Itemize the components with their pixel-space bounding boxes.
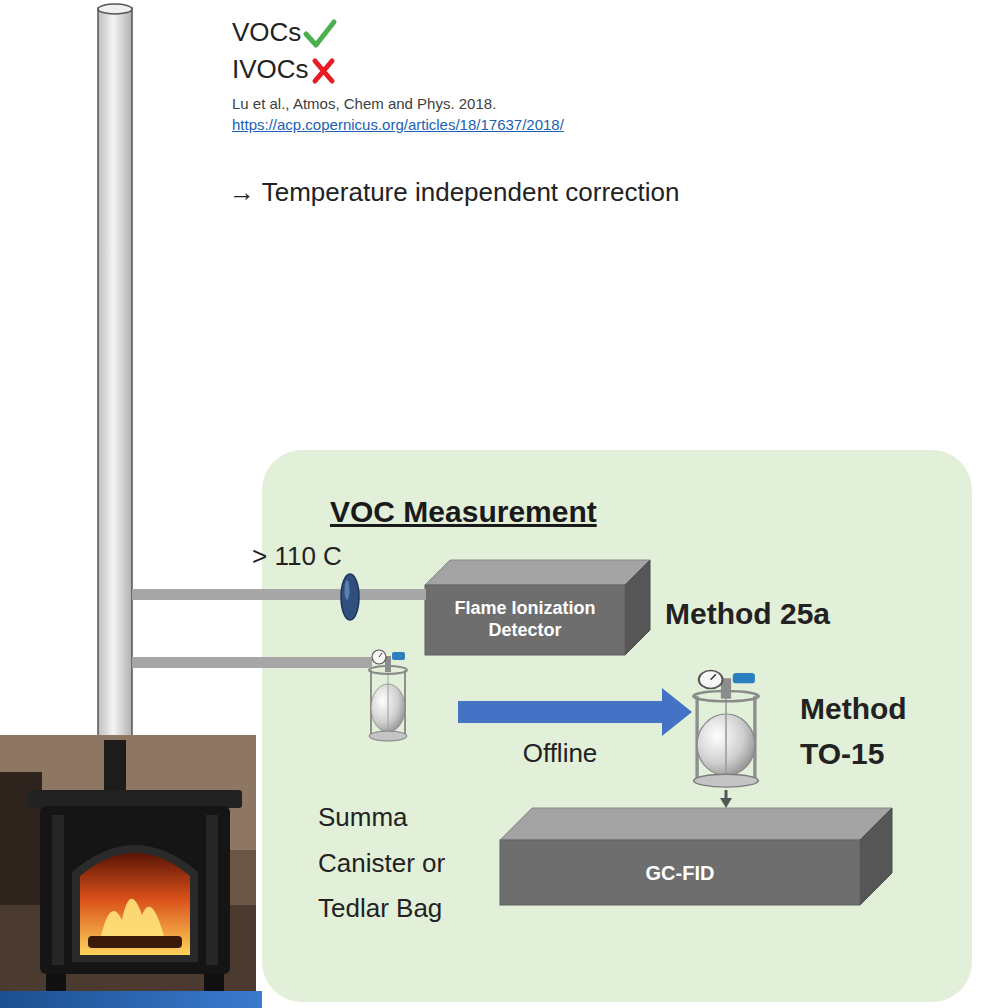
heading-holder: VOC Measurement bbox=[330, 494, 597, 530]
cross-mark bbox=[315, 61, 332, 81]
check-mark bbox=[306, 22, 334, 45]
method-label: Method 25a bbox=[665, 596, 830, 632]
box-label-area: Flame Ionization Detector bbox=[425, 585, 625, 655]
box-3d-shape bbox=[500, 808, 892, 905]
box-label: Flame Ionization Detector bbox=[437, 598, 613, 641]
label-holder: IVOCs bbox=[232, 54, 309, 85]
canister-picture bbox=[694, 671, 759, 787]
edge-label: Offline bbox=[523, 738, 598, 769]
arrow-shaft bbox=[725, 790, 728, 798]
box-top-face bbox=[425, 560, 650, 585]
label-holder: VOCs bbox=[232, 17, 301, 48]
sample-pipe bbox=[132, 589, 426, 668]
label-holder: Lu et al., Atmos, Chem and Phys. 2018. bbox=[232, 95, 496, 113]
box-side-face bbox=[860, 808, 892, 905]
box-top-face bbox=[500, 808, 892, 840]
box-front-face bbox=[425, 585, 625, 655]
series-label: VOCs bbox=[232, 17, 301, 48]
box-label-area: GC-FID bbox=[500, 840, 860, 905]
box-front-face bbox=[500, 840, 860, 905]
arrow-head bbox=[720, 798, 732, 808]
arrow-shaft bbox=[458, 701, 662, 723]
citation-link: https://acp.copernicus.org/articles/18/1… bbox=[232, 116, 564, 134]
chimney-pipe bbox=[98, 4, 132, 748]
sample-canister: Method TO-15 bbox=[692, 668, 940, 790]
label-holder: Method 25a bbox=[665, 596, 830, 632]
note: → Temperature independent correction bbox=[229, 177, 679, 208]
temperature-label: > 110 C bbox=[252, 541, 342, 572]
box-side-face bbox=[625, 560, 650, 655]
canister-shape bbox=[692, 668, 760, 790]
measurement-panel: Flame Ionization DetectorSumma Canister … bbox=[262, 450, 972, 1002]
wood-stove-photo bbox=[0, 735, 256, 991]
footer-bar bbox=[0, 991, 262, 1008]
sample-canister: Summa Canister or Tedlar Bag bbox=[318, 648, 458, 932]
label-holder: Offline bbox=[523, 738, 598, 769]
label-holder: > 110 C bbox=[252, 541, 342, 572]
method-label: Method TO-15 bbox=[800, 686, 940, 776]
label-holder: → Temperature independent correction bbox=[229, 177, 679, 208]
flow-arrow bbox=[458, 688, 692, 736]
series-label: IVOCs bbox=[232, 54, 309, 85]
box-label: GC-FID bbox=[646, 861, 715, 885]
canister-picture bbox=[369, 650, 407, 741]
instrument-box: Flame Ionization Detector bbox=[425, 560, 650, 655]
arrow-head bbox=[662, 688, 692, 736]
instrument-box: GC-FID bbox=[500, 808, 892, 905]
flow-arrow bbox=[720, 790, 732, 808]
canister-caption: Summa Canister or Tedlar Bag bbox=[318, 795, 458, 932]
citation: Lu et al., Atmos, Chem and Phys. 2018. bbox=[232, 95, 496, 113]
section-heading: VOC Measurement bbox=[330, 494, 597, 530]
heated-filter bbox=[341, 574, 359, 620]
label-holder: https://acp.copernicus.org/articles/18/1… bbox=[232, 116, 564, 134]
